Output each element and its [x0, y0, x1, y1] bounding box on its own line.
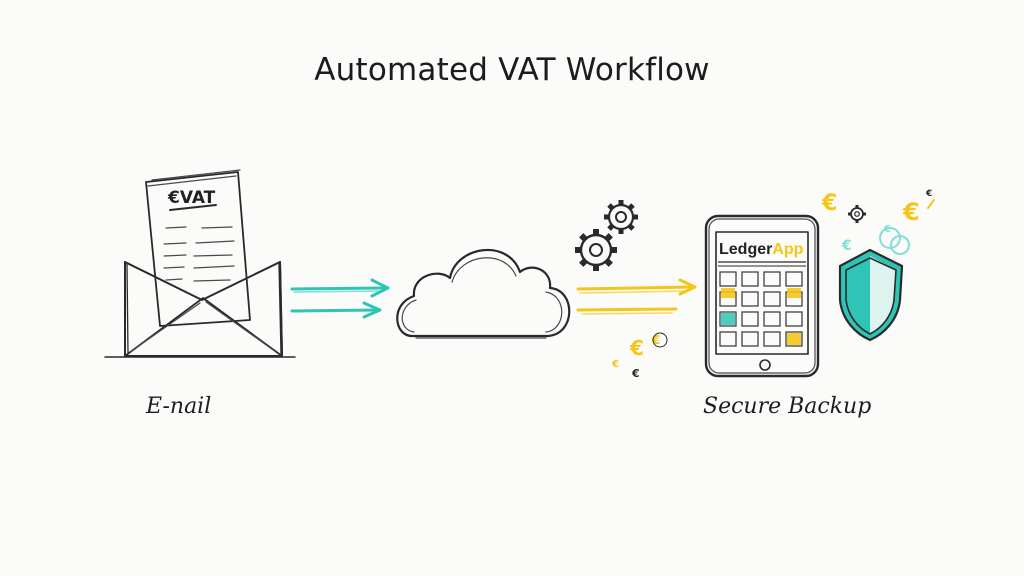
- shield-icon: [838, 248, 904, 342]
- svg-text:€: €: [611, 359, 619, 370]
- ledger-grid: [719, 271, 803, 347]
- app-name-ledger: Ledger: [719, 241, 772, 258]
- cloud-icon: [396, 248, 571, 339]
- email-label: E-nail: [146, 394, 212, 419]
- svg-text:€: €: [629, 336, 644, 360]
- cloud-to-app-arrows: [576, 278, 697, 315]
- email-to-cloud-arrows: [290, 278, 390, 319]
- envelope-icon: [104, 261, 296, 358]
- doc-heading: €VAT: [167, 188, 216, 208]
- diagram-title: Automated VAT Workflow: [314, 52, 710, 88]
- svg-text:€: €: [841, 238, 852, 254]
- svg-text:LedgerApp: LedgerApp: [719, 241, 804, 258]
- gears-icon: [575, 200, 638, 271]
- small-gear-icon: [848, 205, 866, 223]
- euro-coin-icon: € € € €: [611, 332, 668, 380]
- svg-text:€: €: [902, 198, 920, 226]
- app-name-app: App: [772, 241, 803, 258]
- envelope-front-icon: [124, 261, 283, 357]
- svg-text:€: €: [925, 189, 932, 199]
- svg-text:€: €: [883, 224, 891, 235]
- svg-text:€: €: [821, 191, 837, 216]
- euro-coin-icon: € € € € €: [821, 189, 935, 255]
- svg-text:€: €: [651, 333, 660, 347]
- secure-backup-label: Secure Backup: [703, 394, 872, 419]
- tablet-icon: LedgerApp: [704, 214, 820, 378]
- svg-text:€: €: [631, 367, 640, 380]
- invoice-document-icon: €VAT: [145, 169, 251, 327]
